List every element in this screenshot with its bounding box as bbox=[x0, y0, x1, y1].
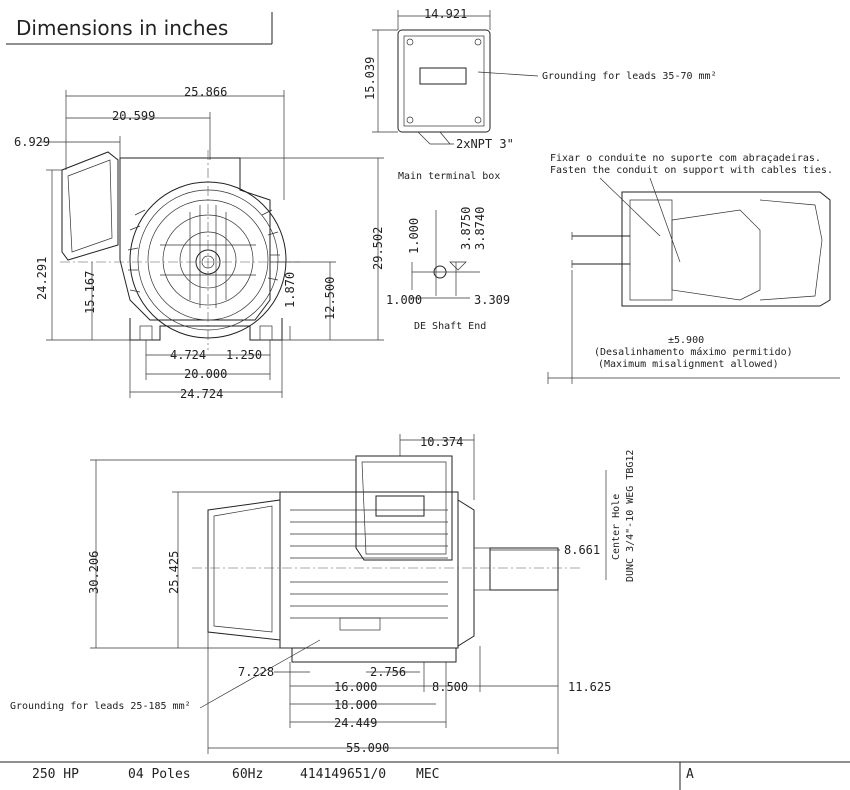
dim-8-661: 8.661 bbox=[564, 543, 601, 557]
dim-6-929: 6.929 bbox=[14, 135, 51, 149]
title-frame bbox=[6, 12, 273, 45]
misalign-value: ±5.900 bbox=[668, 335, 705, 346]
dim-14-921: 14.921 bbox=[424, 7, 468, 21]
tb-grounding-label: Grounding for leads 35-70 mm² bbox=[542, 71, 717, 82]
footer-hz: 60Hz bbox=[232, 767, 264, 782]
dim-20-599: 20.599 bbox=[112, 109, 156, 123]
footer-code: 414149651/0 bbox=[300, 767, 387, 782]
dim-24-291: 24.291 bbox=[35, 256, 49, 300]
dim-29-502: 29.502 bbox=[371, 226, 385, 270]
dim-shaft-1-000-v: 1.000 bbox=[407, 217, 421, 254]
dim-24-724: 24.724 bbox=[180, 387, 224, 401]
side-view bbox=[90, 434, 607, 754]
footer-hp: 250 HP bbox=[32, 767, 79, 782]
misalign-pt: (Desalinhamento máximo permitido) bbox=[594, 347, 793, 358]
misalign-en: (Maximum misalignment allowed) bbox=[598, 359, 779, 370]
footer-poles: 04 Poles bbox=[128, 767, 191, 782]
npt-label: 2xNPT 3" bbox=[456, 137, 514, 151]
dim-2-756: 2.756 bbox=[370, 665, 407, 679]
dim-15-039: 15.039 bbox=[363, 56, 377, 100]
dim-8-500: 8.500 bbox=[432, 680, 469, 694]
dim-55-090: 55.090 bbox=[346, 741, 390, 755]
center-hole-label: Center Hole bbox=[611, 493, 622, 560]
front-view bbox=[40, 90, 384, 398]
dim-1-870: 1.870 bbox=[283, 271, 297, 308]
footer-std: MEC bbox=[416, 767, 440, 782]
dim-10-374: 10.374 bbox=[420, 435, 464, 449]
title-block: 250 HP 04 Poles 60Hz 414149651/0 MEC A bbox=[0, 762, 850, 786]
side-grounding-label: Grounding for leads 25-185 mm² bbox=[10, 701, 191, 712]
dim-7-228: 7.228 bbox=[238, 665, 275, 679]
dim-16-000: 16.000 bbox=[334, 680, 378, 694]
dim-shaft-3-309: 3.309 bbox=[474, 293, 511, 307]
conduit-note-en: Fasten the conduit on support with cable… bbox=[550, 165, 833, 176]
drawing-title: Dimensions in inches bbox=[6, 12, 272, 44]
drawing-title-text: Dimensions in inches bbox=[16, 16, 229, 40]
conduit-detail bbox=[547, 177, 840, 384]
dim-11-625: 11.625 bbox=[568, 680, 612, 694]
footer-frame bbox=[0, 761, 850, 790]
center-hole-spec: DUNC 3/4"-10 WEG TBG12 bbox=[625, 449, 636, 582]
terminal-box-view bbox=[372, 10, 539, 145]
shaft-caption: DE Shaft End bbox=[414, 321, 487, 332]
dim-shaft-1-000-h: 1.000 bbox=[386, 293, 423, 307]
dim-25-425: 25.425 bbox=[167, 550, 181, 594]
dim-20-000: 20.000 bbox=[184, 367, 228, 381]
footer-rev: A bbox=[686, 767, 694, 782]
dim-15-167: 15.167 bbox=[83, 270, 97, 314]
dim-18-000: 18.000 bbox=[334, 698, 378, 712]
dim-4-724: 4.724 bbox=[170, 348, 207, 362]
dim-30-206: 30.206 bbox=[87, 550, 101, 594]
conduit-note-pt: Fixar o conduite no suporte com abraçade… bbox=[550, 153, 821, 164]
shaft-end-view bbox=[410, 210, 480, 299]
dim-shaft-3-8740: 3.8740 bbox=[473, 206, 487, 250]
dim-24-449: 24.449 bbox=[334, 716, 378, 730]
tb-caption: Main terminal box bbox=[398, 171, 501, 182]
dim-12-500: 12.500 bbox=[323, 276, 337, 320]
dim-shaft-3-8750: 3.8750 bbox=[459, 206, 473, 250]
dim-1-250: 1.250 bbox=[226, 348, 263, 362]
dim-25-866: 25.866 bbox=[184, 85, 228, 99]
